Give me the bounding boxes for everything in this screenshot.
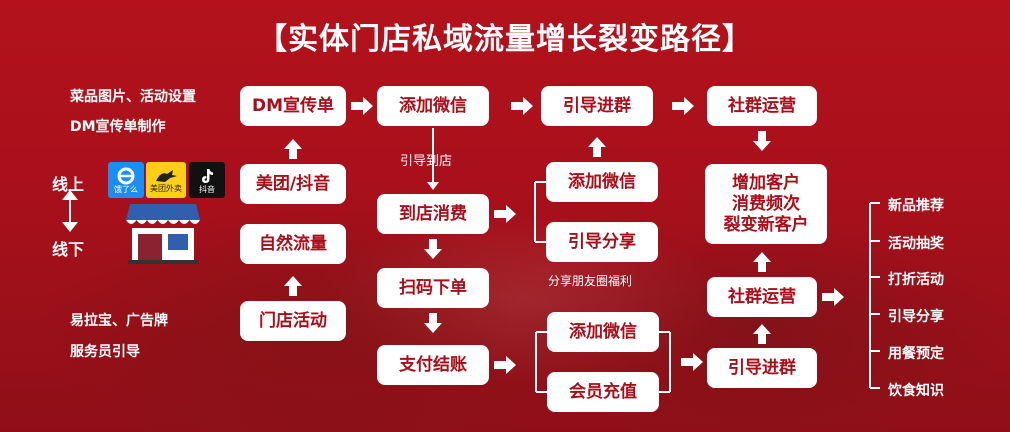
eleme-glyph	[117, 167, 135, 184]
note-top-line1: 菜品图片、活动设置	[70, 89, 196, 105]
meituan-douyin-node: 美团/抖音	[240, 164, 346, 204]
list-item-lottery: 活动抽奖	[888, 236, 944, 252]
arrow-visit-to-scan	[424, 239, 442, 259]
growth-node: 增加客户 消费频次 裂变新客户	[705, 164, 827, 244]
arrow-wechat-to-group	[511, 97, 533, 115]
arrow-meituan-to-dm	[284, 139, 302, 159]
guide-group-node-bottom: 引导进群	[707, 348, 817, 388]
store-icon	[126, 204, 200, 264]
arrow-midwechat-to-group	[588, 137, 606, 157]
offline-arrow-head	[62, 222, 78, 232]
store-event-node: 门店活动	[240, 301, 346, 341]
offline-label: 线下	[52, 240, 85, 259]
arrow-community-to-growth-up	[753, 252, 771, 272]
arrow-group-to-community	[672, 97, 694, 115]
list-item-new-dishes: 新品推荐	[888, 198, 944, 214]
douyin-icon: 抖音	[189, 162, 225, 198]
eleme-icon: 饿了么	[108, 162, 144, 198]
arrow-scan-to-pay	[424, 313, 442, 333]
share-moments-label: 分享朋友圈福利	[548, 274, 633, 288]
list-item-guide-share: 引导分享	[888, 309, 944, 325]
natural-traffic-node: 自然流量	[240, 224, 346, 264]
guide-share-node: 引导分享	[546, 222, 658, 262]
add-wechat-node-top: 添加微信	[377, 86, 489, 126]
member-topup-node: 会员充值	[547, 372, 659, 412]
note-top-line2: DM宣传单制作	[70, 119, 166, 135]
add-wechat-node-bottom: 添加微信	[547, 312, 659, 352]
online-label: 线上	[52, 175, 85, 194]
note-bottom-line1: 易拉宝、广告牌	[70, 313, 168, 329]
arrow-bracket-to-guide-group	[681, 353, 703, 371]
eleme-label: 饿了么	[114, 184, 138, 194]
arrow-community-to-list	[822, 288, 844, 306]
arrow-visit-to-bracket	[494, 205, 516, 223]
community-node-top: 社群运营	[707, 86, 817, 126]
list-item-discount: 打折活动	[888, 272, 944, 288]
note-bottom-line2: 服务员引导	[70, 344, 140, 360]
arrow-guidegroup-to-community	[753, 324, 771, 344]
meituan-label: 美团外卖	[150, 183, 182, 193]
guide-to-store-label: 引导到店	[400, 154, 453, 169]
guide-group-node-top: 引导进群	[541, 86, 653, 126]
arrow-event-to-natural	[284, 276, 302, 296]
scan-order-node: 扫码下单	[377, 268, 489, 308]
arrow-community-to-growth	[753, 131, 771, 151]
add-wechat-node-mid: 添加微信	[546, 162, 658, 202]
pay-node: 支付结账	[377, 345, 489, 385]
arrow-wechat-to-visit-head	[427, 182, 439, 190]
list-item-reservation: 用餐预定	[888, 346, 944, 362]
douyin-note-glyph	[202, 168, 213, 183]
community-node-mid: 社群运营	[707, 277, 817, 317]
dm-flyer-node: DM宣传单	[240, 86, 346, 126]
diagram-title: 【实体门店私域流量增长裂变路径】	[257, 22, 753, 57]
online-arrow-head	[62, 190, 78, 200]
meituan-icon: 美团外卖	[146, 162, 186, 198]
kangaroo-glyph	[156, 169, 177, 182]
list-item-diet-knowledge: 饮食知识	[888, 383, 944, 399]
arrow-pay-to-bracket	[494, 356, 516, 374]
arrow-dm-to-wechat	[351, 97, 373, 115]
douyin-label: 抖音	[199, 184, 215, 194]
visit-store-node: 到店消费	[377, 194, 489, 234]
